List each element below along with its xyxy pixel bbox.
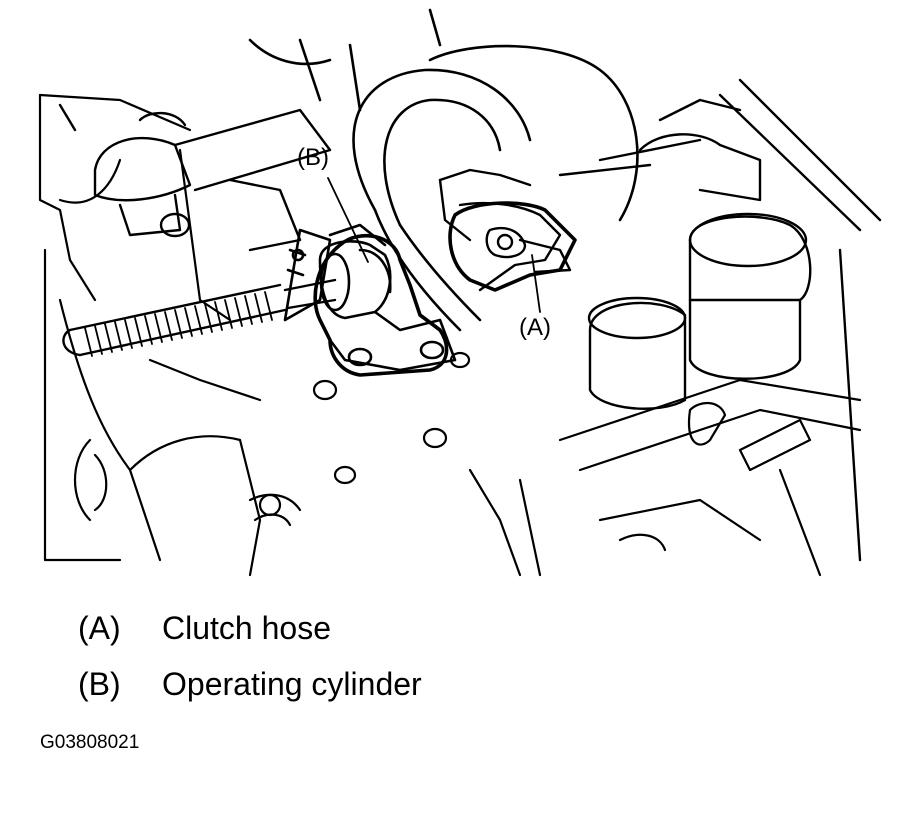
upper-bracket <box>58 103 332 252</box>
mounting-bolts <box>312 351 471 485</box>
callout-label-b: (B) <box>297 144 329 171</box>
reservoir-assembly <box>558 78 882 562</box>
legend-row-operating-cylinder: (B) Operating cylinder <box>78 668 422 700</box>
coolant-hose-loop <box>248 8 639 332</box>
legend-key: (B) <box>78 666 121 702</box>
cylinder-highlight-outline <box>313 233 449 377</box>
transmission-housing <box>38 93 302 577</box>
figure-code: G03808021 <box>40 732 140 753</box>
callout-label-a: (A) <box>519 314 551 341</box>
legend-label: Operating cylinder <box>162 666 422 702</box>
callout-leader-lines <box>327 177 541 313</box>
cable-thread-ticks <box>84 291 273 357</box>
legend-row-clutch-hose: (A) Clutch hose <box>78 612 331 644</box>
legend-label: Clutch hose <box>162 610 331 646</box>
legend-key: (A) <box>78 610 121 646</box>
engine-bay-line-drawing <box>38 8 882 577</box>
hose-highlight-outline <box>448 201 577 292</box>
lower-right-lines <box>468 378 862 577</box>
